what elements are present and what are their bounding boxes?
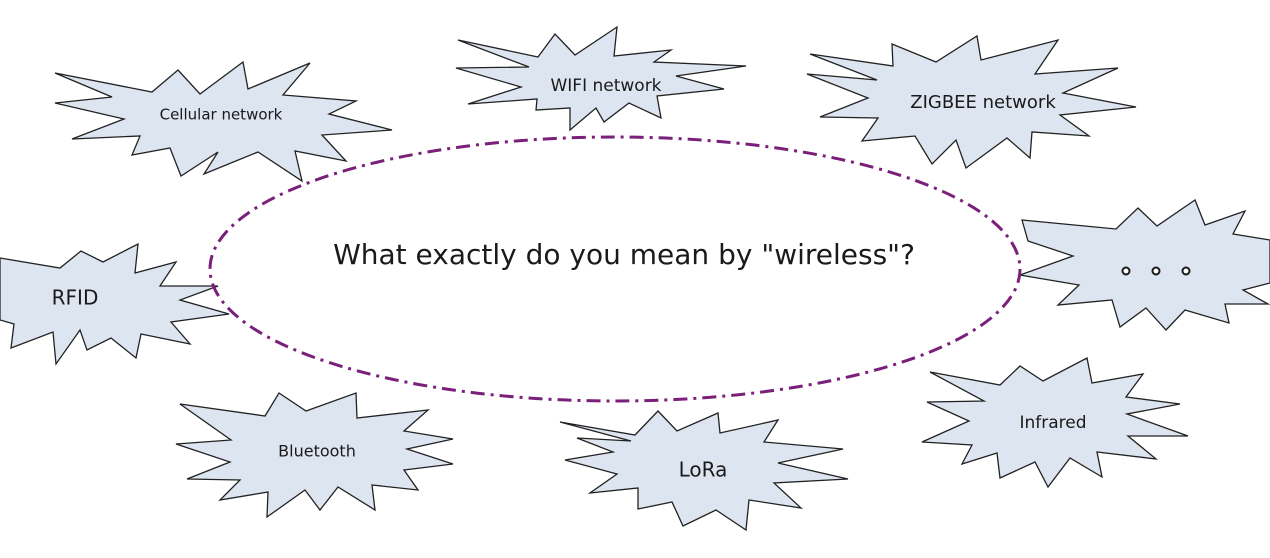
burst-cellular-label: Cellular network xyxy=(160,106,283,124)
burst-rfid-label: RFID xyxy=(52,286,99,310)
burst-bluetooth: Bluetooth xyxy=(175,392,454,519)
burst-infrared: Infrared xyxy=(921,357,1189,489)
burst-rfid: RFID xyxy=(0,242,230,366)
burst-cellular-shape xyxy=(54,60,393,183)
burst-wifi-shape xyxy=(455,25,747,132)
burst-rfid-shape xyxy=(0,242,230,366)
burst-infrared-shape xyxy=(921,357,1189,489)
ellipsis-dot-3 xyxy=(1181,266,1191,276)
burst-lora-shape xyxy=(559,410,849,532)
burst-lora-label: LoRa xyxy=(679,458,728,482)
burst-zigbee-label: ZIGBEE network xyxy=(910,92,1056,113)
burst-infrared-label: Infrared xyxy=(1019,413,1086,433)
ellipsis-dot-2 xyxy=(1151,266,1161,276)
ellipsis-dot-1 xyxy=(1121,266,1131,276)
central-ellipse xyxy=(208,135,1022,403)
burst-more-shape xyxy=(1017,199,1270,331)
burst-wifi-label: WIFI network xyxy=(550,76,661,96)
burst-zigbee-shape xyxy=(806,34,1137,170)
burst-more xyxy=(1017,199,1270,331)
burst-lora: LoRa xyxy=(559,410,849,532)
burst-zigbee: ZIGBEE network xyxy=(806,34,1137,170)
burst-wifi: WIFI network xyxy=(455,25,747,132)
central-question-text: What exactly do you mean by "wireless"? xyxy=(333,238,915,271)
central-question-bubble: What exactly do you mean by "wireless"? xyxy=(208,135,1022,403)
burst-bluetooth-label: Bluetooth xyxy=(278,442,356,461)
burst-bluetooth-shape xyxy=(175,392,454,519)
burst-cellular: Cellular network xyxy=(54,60,393,183)
